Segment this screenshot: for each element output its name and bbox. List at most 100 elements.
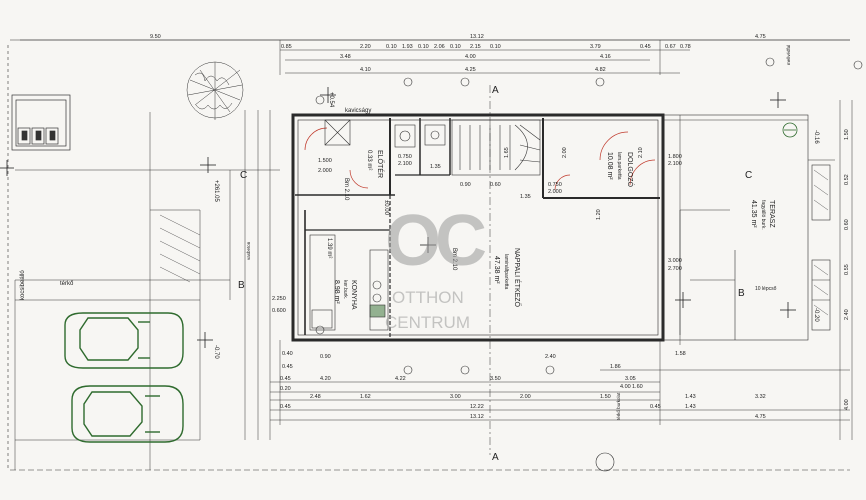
dim-m-17: 2.40 bbox=[545, 354, 556, 360]
dim-m-19: 1.86 bbox=[610, 364, 621, 370]
note-bottom: térkő burkolat bbox=[616, 392, 621, 420]
dim-m-14: 2.250 bbox=[272, 296, 286, 302]
dimension-texts-bottom: 0.45 4.20 4.22 3.50 3.05 0.20 2.48 1.62 … bbox=[280, 376, 766, 420]
utility-box bbox=[11, 94, 71, 151]
opening-0: 2.00 bbox=[562, 147, 568, 158]
dim-r2-6: 0.10 bbox=[450, 44, 461, 50]
dim-m-2: 0.750 bbox=[398, 154, 412, 160]
room-eloter-area: 0.33 m² bbox=[366, 150, 372, 170]
section-markers: A A B B C C bbox=[238, 85, 752, 463]
dim-b2-0: 0.20 bbox=[280, 386, 291, 392]
dim-r2-3: 1.93 bbox=[402, 44, 413, 50]
room-dolgozo-name: DOLGOZÓ bbox=[626, 152, 635, 188]
dim-m-22: 0.45 bbox=[282, 364, 293, 370]
dim-m-5: 0.90 bbox=[460, 182, 471, 188]
level-minus: -0.70 bbox=[213, 345, 219, 359]
dim-r2-1: 2.20 bbox=[360, 44, 371, 50]
watermark-line1: OTTHON bbox=[392, 288, 464, 307]
dim-top-2: 4.75 bbox=[755, 34, 766, 40]
dim-r2-7: 2.15 bbox=[470, 44, 481, 50]
dim-b2-7: 3.32 bbox=[755, 394, 766, 400]
car-top bbox=[64, 312, 184, 369]
dim-m-18: 1.58 bbox=[675, 351, 686, 357]
ramp-hatch bbox=[159, 214, 201, 283]
room-konyha-area: 8.98 m² bbox=[333, 280, 340, 304]
dim-m-15: 0.600 bbox=[272, 308, 286, 314]
dimension-lines-bottom bbox=[270, 340, 850, 425]
room-terasz-area: 41.35 m² bbox=[750, 200, 757, 228]
dim-r2-11: 0.67 bbox=[665, 44, 676, 50]
level-markers: +0.54 ±0.00 +261.05 -0.70 -0.20 -0.16 bbox=[213, 92, 819, 359]
room-konyha-floor: ker.burk. bbox=[342, 280, 348, 299]
room-kamra-area: 1.39 m² bbox=[326, 238, 332, 258]
room-nappali-height: Bm 2.10 bbox=[451, 248, 457, 271]
dim-m-6: 0.60 bbox=[490, 182, 501, 188]
dim-b3-2: 4.00 bbox=[620, 384, 631, 390]
dim-b1-3: 3.50 bbox=[490, 376, 501, 382]
stairs bbox=[451, 119, 541, 176]
doors bbox=[304, 127, 656, 191]
dim-r4-1: 4.25 bbox=[465, 67, 476, 73]
watermark-line2: CENTRUM bbox=[385, 313, 470, 332]
dim-b3-0: 0.45 bbox=[280, 404, 291, 410]
dim-r2-4: 0.10 bbox=[418, 44, 429, 50]
dim-top-0: 9.50 bbox=[150, 34, 161, 40]
dim-r2-8: 0.10 bbox=[490, 44, 501, 50]
label-kocsibeallo: kocsibeálló bbox=[20, 270, 26, 300]
dim-b2-2: 1.62 bbox=[360, 394, 371, 400]
dim-b1-1: 4.20 bbox=[320, 376, 331, 382]
section-a-bottom: A bbox=[492, 452, 499, 463]
opening-2: 1.65 bbox=[504, 147, 510, 158]
tree-symbol bbox=[186, 61, 244, 120]
room-eloter-height: Bm 2.10 bbox=[343, 178, 349, 201]
dimension-texts-top: 9.50 13.12 4.75 0.85 2.20 0.10 1.93 0.10… bbox=[150, 34, 766, 73]
kitchen-fixtures bbox=[309, 234, 389, 331]
section-c-left: C bbox=[240, 170, 247, 181]
dim-m-20: 1.60 bbox=[632, 384, 643, 390]
room-dolgozo: DOLGOZÓ lam.parketta 10.08 m² bbox=[606, 152, 635, 188]
dim-m-9: 2.000 bbox=[548, 189, 562, 195]
dim-r4-2: 4.82 bbox=[595, 67, 606, 73]
section-a-top: A bbox=[492, 85, 499, 96]
dim-m-3: 2.100 bbox=[398, 161, 412, 167]
room-konyha: KONYHA ker.burk. 8.98 m² bbox=[333, 280, 357, 310]
room-nappali-floor: lamináltparketta bbox=[503, 254, 509, 290]
dim-rs-1: 0.52 bbox=[844, 174, 850, 185]
dim-rs-5: 4.00 bbox=[844, 399, 850, 410]
room-dolgozo-floor: lam.parketta bbox=[616, 152, 622, 180]
dim-r2-9: 3.79 bbox=[590, 44, 601, 50]
dim-m-0: 1.500 bbox=[318, 158, 332, 164]
room-nappali: NAPPALI ÉTKEZŐ lamináltparketta 47.38 m²… bbox=[451, 248, 522, 308]
level-garden: -0.16 bbox=[813, 130, 819, 144]
wc-fixtures bbox=[324, 119, 446, 148]
dim-rs-4: 2.40 bbox=[844, 309, 850, 320]
label-kavicsagy: kavicságy bbox=[345, 108, 371, 114]
dim-m-1: 2.000 bbox=[318, 168, 332, 174]
site-lines bbox=[14, 110, 280, 470]
room-terasz-floor: fagyálló burk. bbox=[760, 200, 766, 230]
dim-r2-0: 0.85 bbox=[281, 44, 292, 50]
right-hatch bbox=[813, 169, 829, 316]
room-dolgozo-area: 10.08 m² bbox=[606, 152, 613, 180]
dim-r2-12: 0.78 bbox=[680, 44, 691, 50]
dim-b4-1: 4.75 bbox=[755, 414, 766, 420]
dimension-texts-misc: 1.500 2.000 0.750 2.100 1.35 0.90 0.60 1… bbox=[272, 154, 686, 390]
dim-m-21: 0.40 bbox=[282, 351, 293, 357]
label-terko: térkő bbox=[60, 281, 74, 287]
dim-r2-2: 0.10 bbox=[386, 44, 397, 50]
opening-1: 2.10 bbox=[638, 147, 644, 158]
dim-b2-6: 1.43 bbox=[685, 394, 696, 400]
dim-b3-1: 12.22 bbox=[470, 404, 484, 410]
room-terasz: TERASZ fagyálló burk. 41.35 m² bbox=[750, 200, 775, 230]
dim-b2-5: 1.50 bbox=[600, 394, 611, 400]
section-b-left: B bbox=[238, 280, 245, 291]
room-opening-dims: 2.00 2.10 1.65 1.20 bbox=[504, 147, 644, 220]
room-eloter-name: ELŐTÉR bbox=[376, 150, 385, 178]
terrace bbox=[662, 114, 835, 341]
north-arrow bbox=[782, 122, 798, 138]
level-cross-symbols bbox=[0, 87, 796, 348]
dim-m-13: 2.700 bbox=[668, 266, 682, 272]
level-entry: +0.54 bbox=[328, 92, 334, 108]
dim-b1-2: 4.22 bbox=[395, 376, 406, 382]
